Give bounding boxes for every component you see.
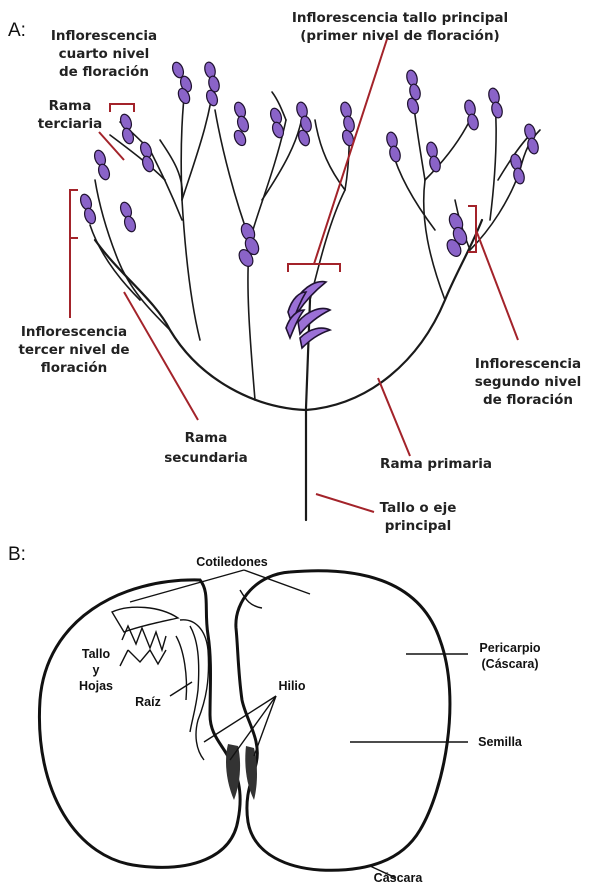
label-tallo-1: Tallo o eje <box>380 500 457 516</box>
label-tercer-2: tercer nivel de <box>18 342 129 358</box>
label-tercer-1: Inflorescencia <box>21 324 127 340</box>
label-pericarpio-2: (Cáscara) <box>482 657 539 671</box>
panel-a-label: A: <box>8 20 26 41</box>
label-principal-2: (primer nivel de floración) <box>300 28 499 44</box>
label-secundaria-1: Rama <box>185 430 228 446</box>
callouts-b <box>120 570 468 878</box>
label-primaria: Rama primaria <box>380 456 492 472</box>
panel-b-label: B: <box>8 544 26 565</box>
label-raiz: Raíz <box>135 695 161 709</box>
label-hojas: Hojas <box>79 679 113 693</box>
labels-a: Inflorescencia cuarto nivel de floración… <box>18 10 581 534</box>
left-cotyledon <box>39 580 240 867</box>
plant-branches <box>90 80 540 520</box>
label-cotiledones: Cotiledones <box>196 555 268 569</box>
label-terciaria-1: Rama <box>49 98 92 114</box>
label-cuarto-3: de floración <box>59 64 149 80</box>
bean-seed <box>39 571 450 871</box>
label-principal-1: Inflorescencia tallo principal <box>292 10 508 26</box>
label-cuarto-2: cuarto nivel <box>59 46 150 62</box>
label-y: y <box>93 663 100 677</box>
flower-buds <box>79 61 540 269</box>
label-terciaria-2: terciaria <box>38 116 102 132</box>
right-cotyledon <box>236 571 450 871</box>
hilum <box>226 744 240 800</box>
label-segundo-3: de floración <box>483 392 573 408</box>
branch-left-inner <box>248 120 286 400</box>
label-cascara: Cáscara <box>374 871 424 885</box>
label-tallo: Tallo <box>82 647 111 661</box>
label-tercer-3: floración <box>41 360 108 376</box>
label-segundo-1: Inflorescencia <box>475 356 581 372</box>
label-secundaria-2: secundaria <box>164 450 248 466</box>
callouts-a <box>70 36 518 512</box>
labels-b: Cotiledones Tallo y Hojas Raíz Hilio Per… <box>79 555 541 885</box>
radicle <box>180 620 209 760</box>
main-inflorescence <box>286 282 330 348</box>
label-tallo-2: principal <box>385 518 452 534</box>
label-pericarpio-1: Pericarpio <box>479 641 541 655</box>
label-segundo-2: segundo nivel <box>475 374 582 390</box>
label-semilla: Semilla <box>478 735 523 749</box>
plumule <box>112 607 178 632</box>
label-cuarto-1: Inflorescencia <box>51 28 157 44</box>
label-hilio: Hilio <box>278 679 305 693</box>
